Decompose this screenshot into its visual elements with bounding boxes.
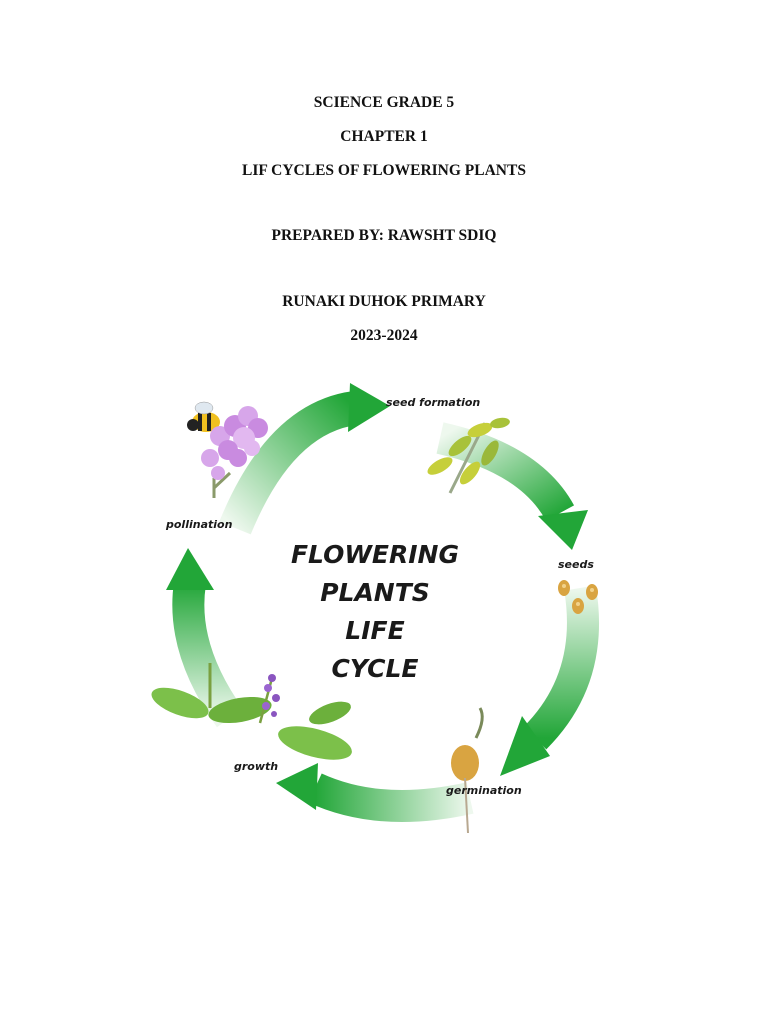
growing-plant-icon <box>151 663 352 760</box>
arrow-to-seed-formation <box>219 383 390 535</box>
chapter-topic: LIF CYCLES OF FLOWERING PLANTS <box>242 162 526 179</box>
seed-pod-branch-icon <box>427 417 510 494</box>
life-cycle-diagram: seed formation seeds germination growth … <box>140 378 610 848</box>
arrow-to-germination <box>500 585 599 776</box>
bee-icon <box>187 401 220 432</box>
center-title-line-2: PLANTS <box>320 578 430 607</box>
flower-cluster-icon <box>201 406 268 498</box>
center-title-line-1: FLOWERING <box>290 540 460 569</box>
stage-seeds-label: seeds <box>558 558 594 571</box>
arrow-to-growth <box>276 763 474 822</box>
stage-germination-label: germination <box>446 784 522 797</box>
arrow-to-pollination <box>166 548 244 728</box>
stage-pollination-label: pollination <box>166 518 233 531</box>
diagram-center-title: FLOWERING PLANTS LIFE CYCLE <box>260 536 490 688</box>
life-cycle-illustration <box>151 383 599 834</box>
subject-grade: SCIENCE GRADE 5 <box>313 94 455 111</box>
school-name: RUNAKI DUHOK PRIMARY <box>282 293 486 310</box>
prepared-by: PREPARED BY: RAWSHT SDIQ <box>271 227 497 244</box>
germinating-seed-icon <box>451 707 484 834</box>
stage-growth-label: growth <box>234 760 279 773</box>
stage-seed-formation-label: seed formation <box>386 396 481 409</box>
center-title-line-3: LIFE <box>345 616 405 645</box>
chapter-number: CHAPTER 1 <box>340 128 428 145</box>
arrow-to-seeds <box>436 422 588 550</box>
seeds-icon <box>558 580 598 614</box>
school-year: 2023-2024 <box>350 327 418 344</box>
center-title-line-4: CYCLE <box>331 654 419 683</box>
